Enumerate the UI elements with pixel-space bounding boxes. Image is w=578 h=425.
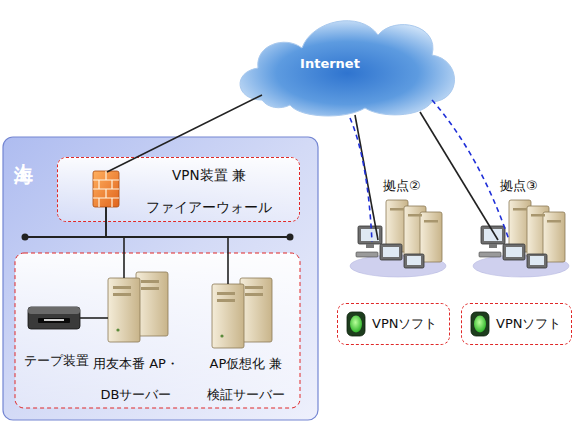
bus-end: [22, 234, 29, 241]
server-node: 用友本番 AP・DBサーバー: [108, 272, 170, 342]
vpn-software-box: VPNソフト: [461, 303, 572, 345]
bus-end: [287, 234, 294, 241]
server-node: AP仮想化 兼 検証サーバー: [212, 278, 274, 348]
node-label: AP仮想化 兼 検証サーバー: [188, 348, 304, 410]
site-computers: [473, 200, 569, 277]
vpn-tunnel-line: [432, 100, 509, 240]
node-label: Internet: [290, 56, 370, 72]
internet-cloud: Internet: [235, 5, 460, 120]
node-label: 用友本番 AP・DBサーバー: [74, 348, 198, 410]
network-line: [106, 207, 124, 278]
server-group-fill: [15, 253, 300, 408]
lan-bus: [25, 236, 290, 238]
server-group-box: [15, 253, 300, 408]
firewall-box: VPN装置 兼 ファイアーウォール: [57, 157, 300, 222]
server-icon: [108, 272, 168, 342]
site-region: 上海VPN装置 兼 ファイアーウォールテープ装置用友本番 AP・DBサーバーAP…: [3, 137, 318, 420]
vpn-software-box: VPNソフト: [337, 303, 450, 345]
node-label: VPN装置 兼 ファイアーウォール: [142, 159, 276, 223]
node-label: 上海: [11, 147, 37, 155]
tape-icon: [28, 307, 80, 329]
network-line: [107, 95, 262, 172]
firewall-icon: [93, 171, 119, 207]
node-label: 拠点③: [500, 178, 560, 194]
branch-site: 拠点②: [350, 178, 445, 278]
server-icon: [212, 278, 272, 348]
network-line: [355, 115, 378, 240]
internet-cloud: [240, 21, 454, 116]
node-label: 拠点②: [383, 178, 443, 194]
vpn-tunnel-line: [350, 118, 372, 242]
node-label: VPNソフト: [496, 315, 572, 333]
network-line: [420, 112, 498, 240]
vpn-box-fill: [57, 157, 300, 222]
network-line: [106, 207, 228, 284]
region-box: [3, 137, 318, 420]
site-computers: [350, 200, 446, 277]
branch-site: 拠点③: [473, 178, 568, 278]
node-label: VPNソフト: [372, 315, 448, 333]
network-line: [80, 317, 108, 319]
tape-device: テープ装置: [28, 307, 80, 329]
node-label: テープ装置: [16, 353, 96, 369]
